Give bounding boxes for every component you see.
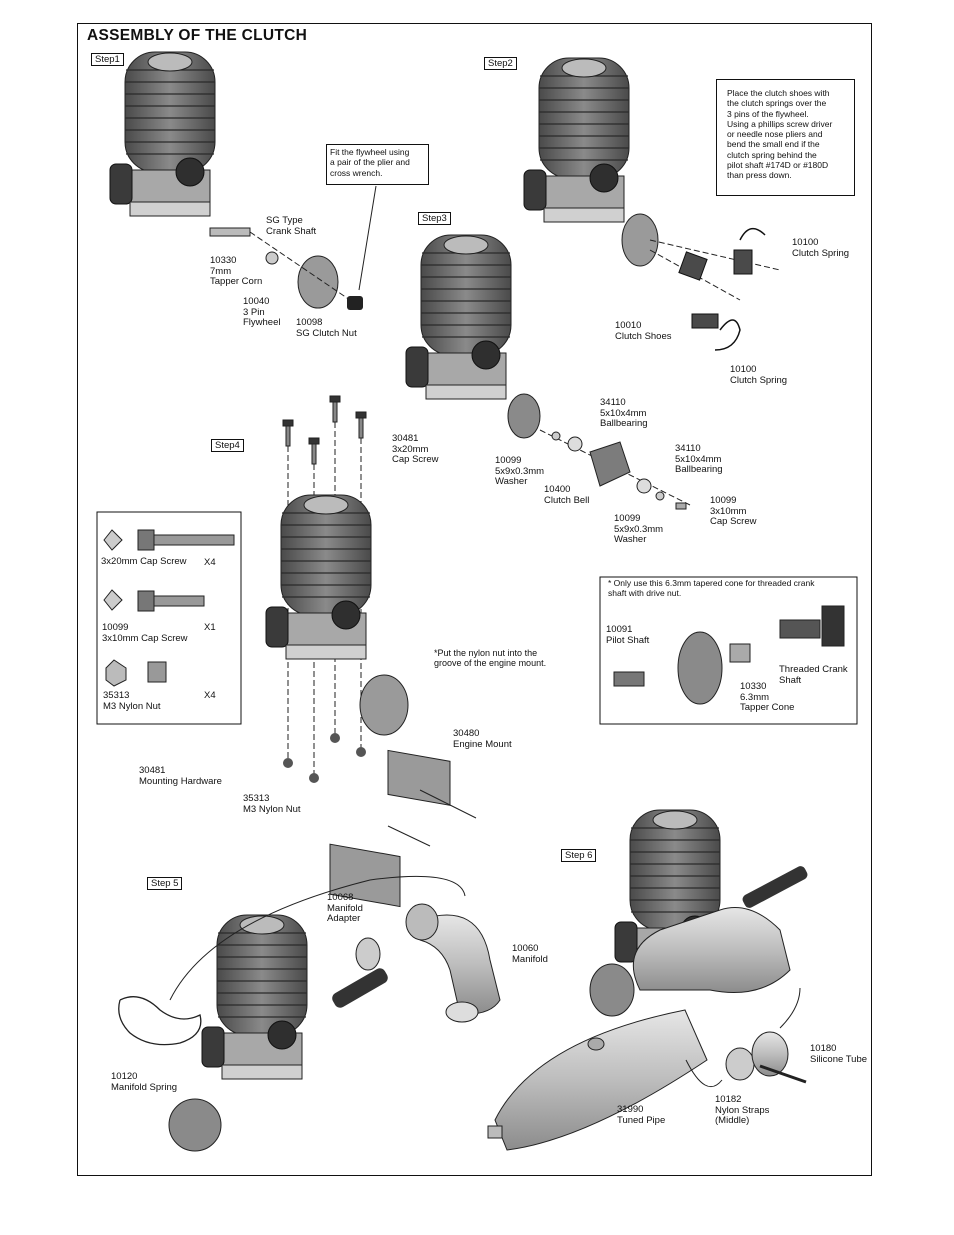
tapered-cone-note: * Only use this 6.3mm tapered cone for t…: [608, 578, 815, 599]
clutch-spring-a-label: 10100 Clutch Spring: [792, 237, 850, 259]
page-title: ASSEMBLY OF THE CLUTCH: [87, 27, 308, 44]
ballbearing-b-label: 34110 5x10x4mm Ballbearing: [675, 443, 723, 475]
flywheel-label: 10040 3 Pin Flywheel: [243, 296, 281, 328]
nylon-nut-note: *Put the nylon nut into the groove of th…: [434, 648, 547, 669]
step5-badge: Step 5: [147, 877, 183, 890]
hw-item2-name: 10099 3x10mm Cap Screw: [102, 622, 188, 644]
page-frame: [77, 23, 872, 1176]
hw-item3-qty: X4: [204, 690, 216, 701]
washer-a-label: 10099 5x9x0.3mm Washer: [495, 455, 545, 487]
nylon-straps-label: 10182 Nylon Straps (Middle): [715, 1094, 770, 1126]
tapper-corn-label: 10330 7mm Tapper Corn: [210, 255, 263, 287]
tuned-pipe-label: 31990 Tuned Pipe: [617, 1104, 666, 1126]
flywheel-note-box: Fit the flywheel using a pair of the pli…: [326, 144, 429, 185]
pilot-shaft-label: 10091 Pilot Shaft: [606, 624, 650, 646]
manifold-spring-label: 10120 Manifold Spring: [111, 1071, 178, 1093]
mounting-hardware-label: 30481 Mounting Hardware: [139, 765, 222, 787]
sg-crank-shaft-label: SG Type Crank Shaft: [266, 215, 317, 237]
manifold-adapter-label: 10068 Manifold Adapter: [327, 892, 363, 924]
hw-item3-name: 35313 M3 Nylon Nut: [103, 690, 161, 712]
clutch-bell-label: 10400 Clutch Bell: [544, 484, 590, 506]
hw-item2-qty: X1: [204, 622, 216, 633]
clutch-shoes-label: 10010 Clutch Shoes: [615, 320, 672, 342]
silicone-tube-label: 10180 Silicone Tube: [810, 1043, 868, 1065]
clutch-spring-b-label: 10100 Clutch Spring: [730, 364, 788, 386]
clutch-note-box: Place the clutch shoes with the clutch s…: [716, 79, 855, 196]
tapper-cone-label: 10330 6.3mm Tapper Cone: [740, 681, 795, 713]
cap-screw-3x20-label: 30481 3x20mm Cap Screw: [392, 433, 439, 465]
step6-badge: Step 6: [561, 849, 597, 862]
step3-badge: Step3: [418, 212, 451, 225]
threaded-crank-label: Threaded Crank Shaft: [779, 664, 848, 686]
cap-screw-3x10-label: 10099 3x10mm Cap Screw: [710, 495, 757, 527]
flywheel-note: Fit the flywheel using a pair of the pli…: [330, 147, 410, 178]
washer-b-label: 10099 5x9x0.3mm Washer: [614, 513, 664, 545]
step4-badge: Step4: [211, 439, 244, 452]
clutch-note: Place the clutch shoes with the clutch s…: [727, 88, 833, 181]
clutch-nut-label: 10098 SG Clutch Nut: [296, 317, 357, 339]
hw-item1-name: 3x20mm Cap Screw: [101, 556, 187, 567]
manifold-label: 10060 Manifold: [512, 943, 548, 965]
hw-item1-qty: X4: [204, 557, 216, 568]
nylon-nut-label: 35313 M3 Nylon Nut: [243, 793, 301, 815]
ballbearing-a-label: 34110 5x10x4mm Ballbearing: [600, 397, 648, 429]
step1-badge: Step1: [91, 53, 124, 66]
engine-mount-label: 30480 Engine Mount: [453, 728, 512, 750]
step2-badge: Step2: [484, 57, 517, 70]
